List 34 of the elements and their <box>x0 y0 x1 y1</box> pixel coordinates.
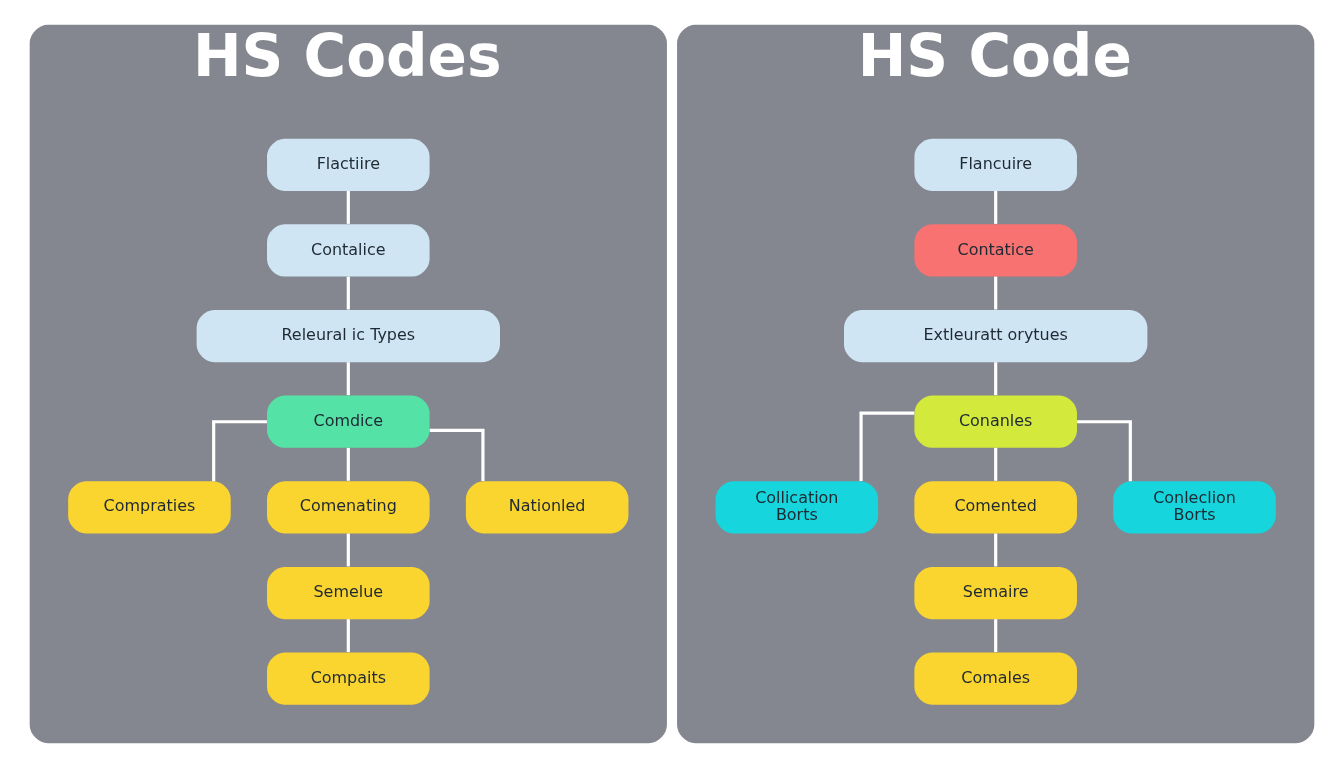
node-box: Collication Borts <box>715 481 879 534</box>
connector <box>346 447 350 481</box>
connector <box>346 619 350 653</box>
node-box: Contatice <box>914 224 1077 277</box>
connector <box>994 447 998 481</box>
connector <box>994 190 998 224</box>
node-box: Flactiire <box>267 138 430 191</box>
node-box: Comales <box>914 652 1077 705</box>
connector <box>346 362 350 396</box>
node-box: Extleuratt orytues <box>844 309 1148 363</box>
node-box: Comdice <box>267 395 430 448</box>
node-box: Compraties <box>68 481 231 534</box>
connector <box>346 533 350 567</box>
connector <box>859 411 915 482</box>
node-box: Comenating <box>267 481 430 534</box>
connector <box>346 276 350 310</box>
node-box: Compaits <box>267 652 430 705</box>
connector <box>1077 420 1132 482</box>
node-box: Comented <box>914 481 1077 534</box>
node-box: Contalice <box>267 224 430 277</box>
connector <box>346 190 350 224</box>
connector <box>212 420 267 482</box>
node-box: Nationled <box>465 481 629 534</box>
node-box: Semaire <box>914 566 1077 620</box>
connector <box>994 533 998 567</box>
node-box: Semelue <box>267 566 430 620</box>
node-box: Flancuire <box>914 138 1077 191</box>
connector <box>994 276 998 310</box>
node-box: Conanles <box>914 395 1077 448</box>
node-box: Releural ic Types <box>196 309 500 363</box>
node-box: Conleclion Borts <box>1113 481 1276 534</box>
connector <box>429 428 485 481</box>
connector <box>994 362 998 396</box>
connector <box>994 619 998 653</box>
